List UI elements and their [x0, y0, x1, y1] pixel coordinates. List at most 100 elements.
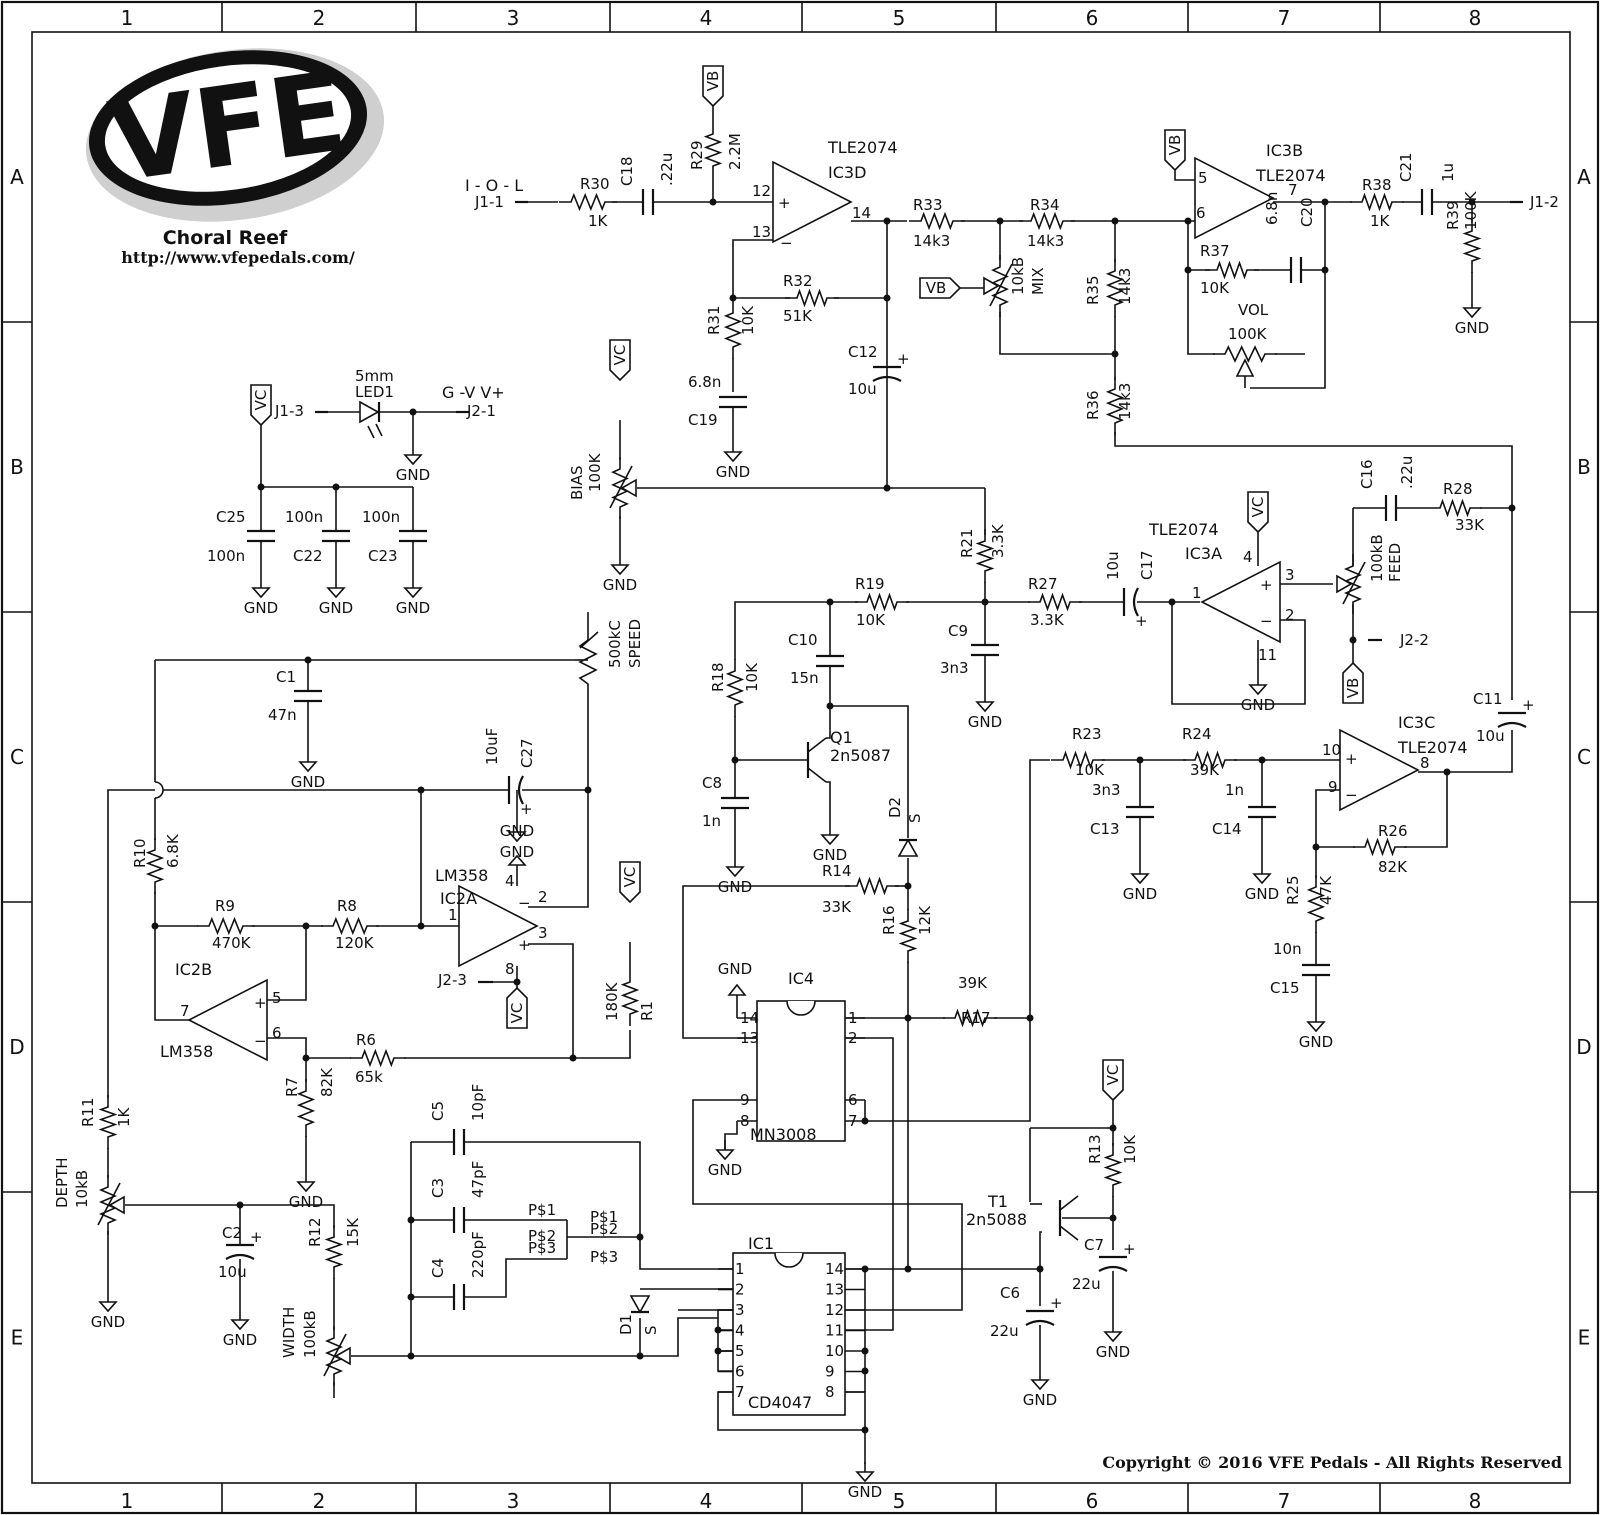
ground-label: GND — [813, 846, 847, 864]
label-c14v: 1n — [1225, 781, 1244, 799]
resistor — [98, 1095, 118, 1149]
pot-wiper — [108, 1195, 125, 1215]
pin-sign: + — [518, 936, 531, 954]
label-c16: C16 — [1358, 459, 1376, 489]
led-emission-arrow — [367, 425, 375, 439]
label-c8: C8 — [702, 774, 722, 792]
junction-dot — [1349, 636, 1357, 644]
label-r30: R30 — [580, 175, 610, 193]
label-r23v: 10K — [1075, 761, 1105, 779]
grid-column-label: 5 — [893, 6, 906, 30]
pot-wiper — [983, 276, 1000, 296]
label-ic3bt: TLE2074 — [1255, 166, 1326, 185]
pin-number: 4 — [505, 872, 515, 890]
junction-dot — [861, 1117, 869, 1125]
junction-dot — [1184, 266, 1192, 274]
ground-label: GND — [718, 960, 752, 978]
wire — [1039, 1231, 1042, 1269]
ground-symbol — [98, 1301, 118, 1313]
label-r37v: 10K — [1200, 279, 1230, 297]
pot-wiper — [620, 478, 637, 498]
grid-row-label: C — [10, 745, 24, 769]
label-r36v: 14k3 — [1116, 383, 1134, 420]
junction-dot — [417, 922, 425, 930]
label-ic2b: IC2B — [175, 960, 212, 979]
vc-rail-flag: VC — [619, 861, 641, 904]
junction-dot — [407, 1216, 415, 1224]
pin-number: 8 — [1420, 754, 1430, 772]
label-r34v: 14k3 — [1027, 232, 1064, 250]
wire — [732, 239, 773, 298]
label-c22v: 100n — [285, 508, 323, 526]
grid-column-label: 2 — [313, 6, 326, 30]
junction-dot — [883, 294, 891, 302]
label-r26: R26 — [1378, 822, 1408, 840]
pin-number: 12 — [752, 182, 771, 200]
pin-number: 13 — [752, 223, 771, 241]
label-c6: C6 — [1000, 1284, 1020, 1302]
junction-dot — [861, 1426, 869, 1434]
wire — [999, 312, 1115, 355]
junction-dot — [1136, 756, 1144, 764]
wire — [260, 425, 413, 488]
label-speedv: 500kC — [606, 620, 624, 668]
label-depthv: 10kB — [73, 1170, 91, 1208]
resistor — [785, 288, 839, 308]
junction-dot — [904, 882, 912, 890]
label-r35v: 14k3 — [1116, 268, 1134, 305]
pot-arrow — [609, 465, 633, 509]
label-c25: C25 — [216, 508, 246, 526]
label-feed: FEED — [1386, 543, 1404, 582]
label-r19: R19 — [855, 575, 885, 593]
label-led5mm: 5mm — [355, 367, 394, 385]
resistor — [296, 1079, 316, 1137]
pot-wiper — [334, 1346, 351, 1366]
ground-symbol — [1103, 1331, 1123, 1343]
svg-text:VC: VC — [1104, 1065, 1122, 1086]
wire-network — [107, 106, 1515, 1464]
label-r28: R28 — [1443, 480, 1473, 498]
electrolytic-plate — [1025, 1319, 1055, 1326]
resistor — [725, 659, 745, 717]
label-d2s: S — [906, 813, 924, 823]
grid-row-label: B — [10, 455, 24, 479]
resistor — [324, 1225, 344, 1279]
pin-sign: − — [518, 894, 531, 912]
resistor — [1105, 377, 1125, 435]
resistor — [975, 529, 995, 583]
resistor — [1350, 192, 1404, 212]
pin-number: 1 — [1192, 584, 1202, 602]
pin-sign: − — [1260, 612, 1273, 630]
op-amp — [772, 160, 853, 244]
junction-dot — [1443, 768, 1451, 776]
junction-dot — [1508, 504, 1516, 512]
pin-number: 4 — [1243, 548, 1253, 566]
label-c1v: 47n — [268, 706, 297, 724]
ground-symbol — [296, 1181, 316, 1193]
junction-dot — [981, 598, 989, 606]
junction-dot — [904, 1265, 912, 1273]
label-r18v: 10K — [743, 662, 761, 692]
polarity-plus: + — [1522, 696, 1535, 714]
junction-dot — [861, 1347, 869, 1355]
label-ic3a: IC3A — [1185, 544, 1222, 563]
pin-number: 3 — [538, 924, 548, 942]
pin-number: 5 — [735, 1342, 745, 1360]
junction-dot — [1258, 756, 1266, 764]
wire — [404, 1030, 631, 1059]
ground-symbol — [507, 854, 527, 866]
pot-arrow — [579, 631, 599, 649]
junction-dot — [304, 656, 312, 664]
pin-number: 2 — [848, 1029, 858, 1047]
pin-number: 1 — [735, 1260, 745, 1278]
resistor — [559, 192, 617, 212]
junction-dot — [236, 1201, 244, 1209]
label-r26v: 82K — [1378, 858, 1408, 876]
label-r1: R1 — [638, 1001, 656, 1021]
pin-number: 11 — [825, 1322, 844, 1340]
grid-column-label: 7 — [1278, 6, 1291, 30]
resistor — [909, 211, 965, 231]
ground-symbol — [855, 1471, 875, 1483]
label-r34: R34 — [1030, 196, 1060, 214]
